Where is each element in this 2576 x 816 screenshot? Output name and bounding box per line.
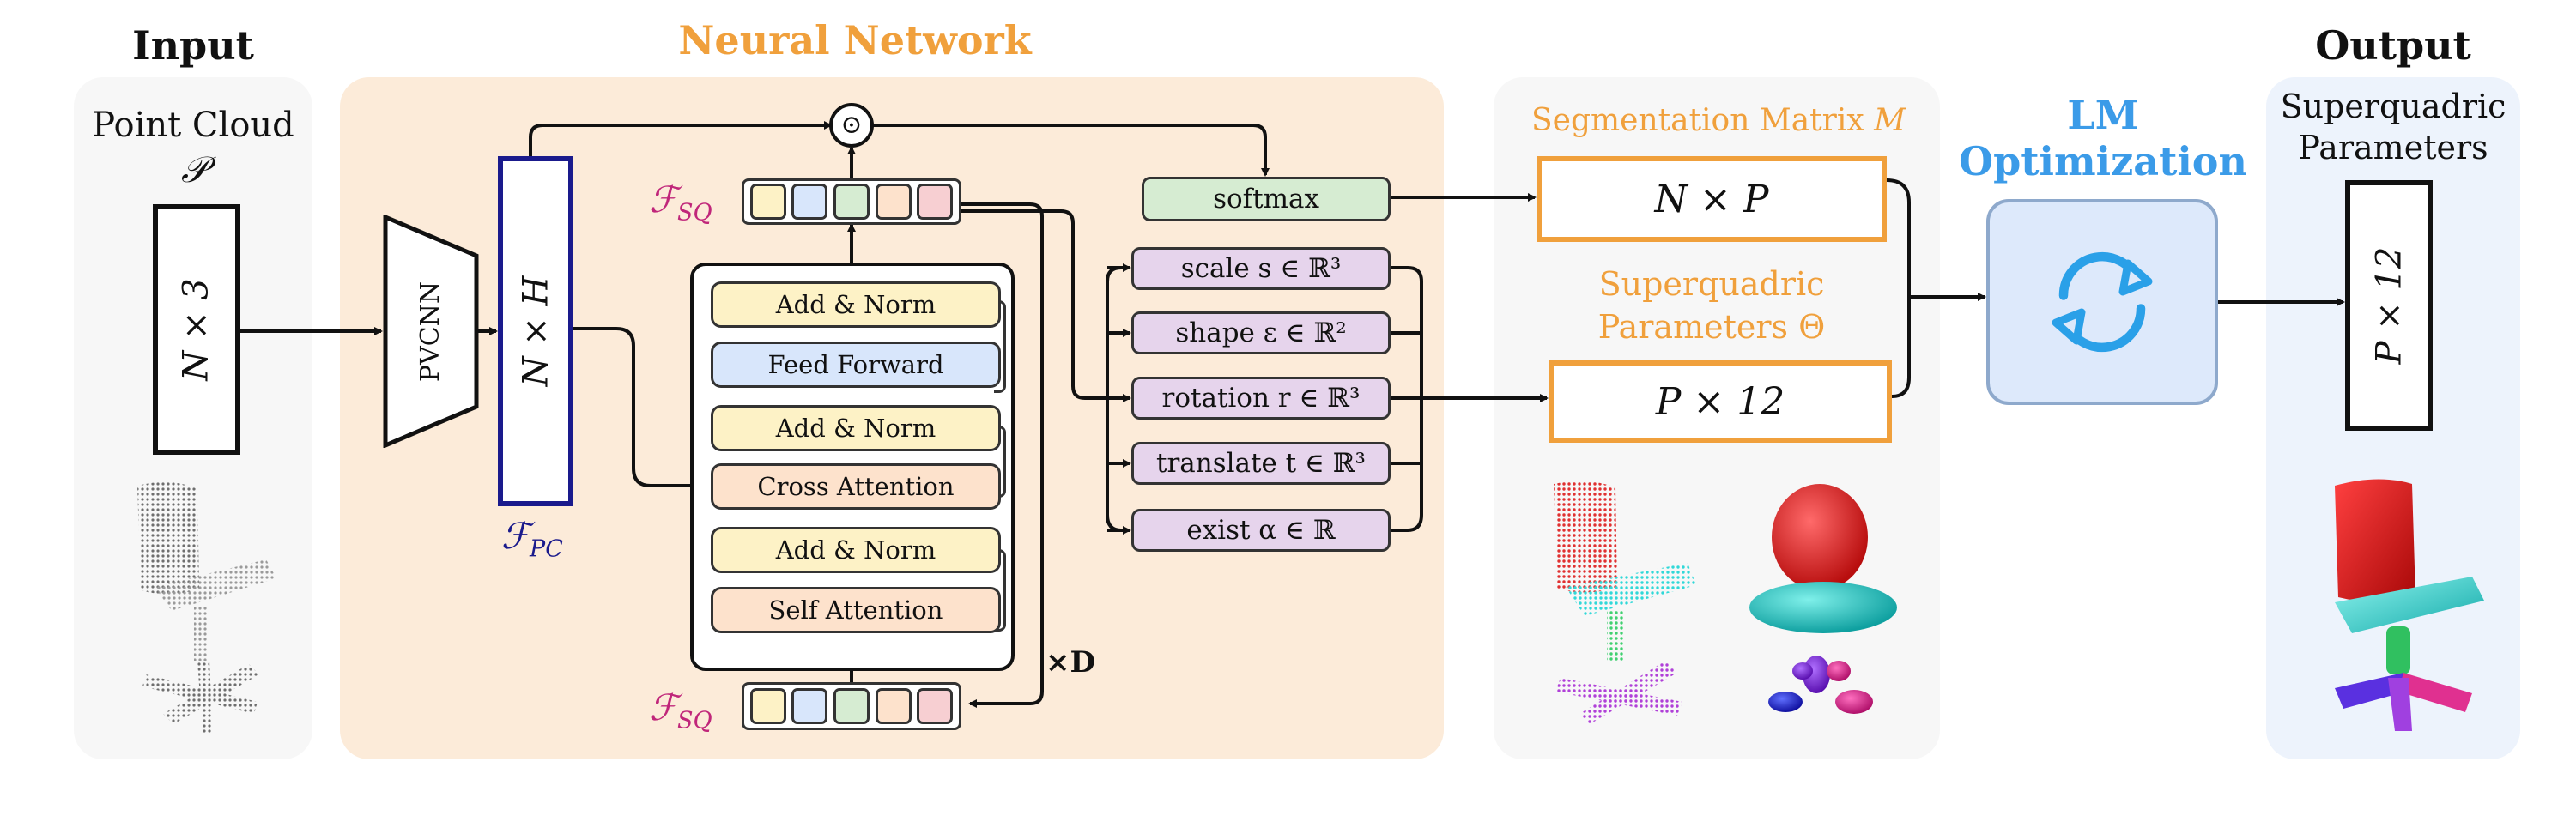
fsq-bottom-subscript: SQ (677, 707, 712, 734)
softmax-block: softmax (1142, 177, 1391, 221)
fsq-bottom-tokens (742, 682, 961, 730)
head-translate: translate t ∈ ℝ³ (1131, 442, 1391, 485)
point-features-label: ℱPC (501, 515, 596, 566)
head-scale: scale s ∈ ℝ³ (1131, 247, 1391, 290)
lm-title-line2: Optimization (1959, 138, 2247, 184)
token-5 (917, 184, 954, 220)
point-features-box: N × H (498, 156, 573, 506)
fsq-bottom-label: ℱSQ (649, 686, 743, 738)
lm-optimization-block (1986, 199, 2218, 405)
input-title: Input (132, 22, 254, 69)
point-features-dims: N × H (516, 275, 556, 387)
token-4 (875, 184, 912, 220)
token-1 (749, 184, 786, 220)
seg-title-text: Segmentation Matrix (1531, 102, 1864, 138)
fsq-top-label: ℱSQ (649, 178, 743, 230)
add-norm-block-1: Add & Norm (711, 281, 1001, 328)
cross-attention-block: Cross Attention (711, 463, 1001, 510)
segmentation-matrix-title: Segmentation Matrix M (1504, 96, 1933, 144)
fsq-top-tokens (742, 178, 961, 225)
input-dims: N × 3 (177, 278, 216, 381)
add-norm-block-2: Add & Norm (711, 405, 1001, 451)
point-cloud-label: Point Cloud (92, 106, 294, 145)
pvcnn-label-wrap: PVCNN (383, 215, 479, 448)
fsq-top-symbol: ℱ (649, 178, 678, 221)
output-chair-reconstruction-image (2335, 479, 2484, 731)
segmentation-matrix-box: N × P (1537, 156, 1887, 242)
token-2 (791, 184, 828, 220)
head-rotation: rotation r ∈ ℝ³ (1131, 377, 1391, 420)
output-tensor-box: P × 12 (2345, 180, 2433, 431)
self-attention-block: Self Attention (711, 587, 1001, 633)
head-shape: shape ε ∈ ℝ² (1131, 311, 1391, 354)
dot-product-symbol: ⊙ (840, 110, 863, 140)
token-3 (833, 688, 870, 724)
add-norm-block-3: Add & Norm (711, 527, 1001, 573)
repeat-count-label: ×D (1046, 645, 1095, 680)
seg-title-symbol: M (1874, 102, 1906, 138)
output-dims: P × 12 (2369, 246, 2409, 365)
input-tensor-box: N × 3 (153, 204, 240, 455)
segmented-pointcloud-image (1554, 481, 1696, 724)
token-4 (875, 688, 912, 724)
refresh-icon (2052, 251, 2153, 353)
pvcnn-backbone (383, 215, 479, 448)
output-label-line2: Parameters (2298, 129, 2488, 166)
output-title: Output (2315, 22, 2471, 69)
output-label-line1: Superquadric (2280, 88, 2506, 125)
fsq-bottom-symbol: ℱ (649, 686, 678, 728)
feed-forward-block: Feed Forward (711, 342, 1001, 388)
dot-product-node: ⊙ (829, 103, 874, 148)
token-2 (791, 688, 828, 724)
lm-title-line1: LM (2067, 92, 2139, 138)
sq-params-box: P × 12 (1549, 360, 1892, 443)
fpc-symbol: ℱ (501, 515, 530, 557)
superquadric-primitives-image (1749, 484, 1897, 714)
sq-params-title-line1: Superquadric (1598, 265, 1825, 303)
token-5 (917, 688, 954, 724)
sq-params-title-line2: Parameters Θ (1597, 308, 1826, 346)
token-1 (749, 688, 786, 724)
fsq-top-subscript: SQ (677, 199, 712, 227)
point-cloud-symbol: 𝒫 (180, 148, 208, 190)
fpc-subscript: PC (530, 535, 563, 563)
network-title: Neural Network (678, 17, 1032, 63)
token-3 (833, 184, 870, 220)
head-exist: exist α ∈ ℝ (1131, 509, 1391, 552)
input-chair-pointcloud-image (137, 481, 276, 734)
pvcnn-label: PVCNN (415, 281, 446, 382)
